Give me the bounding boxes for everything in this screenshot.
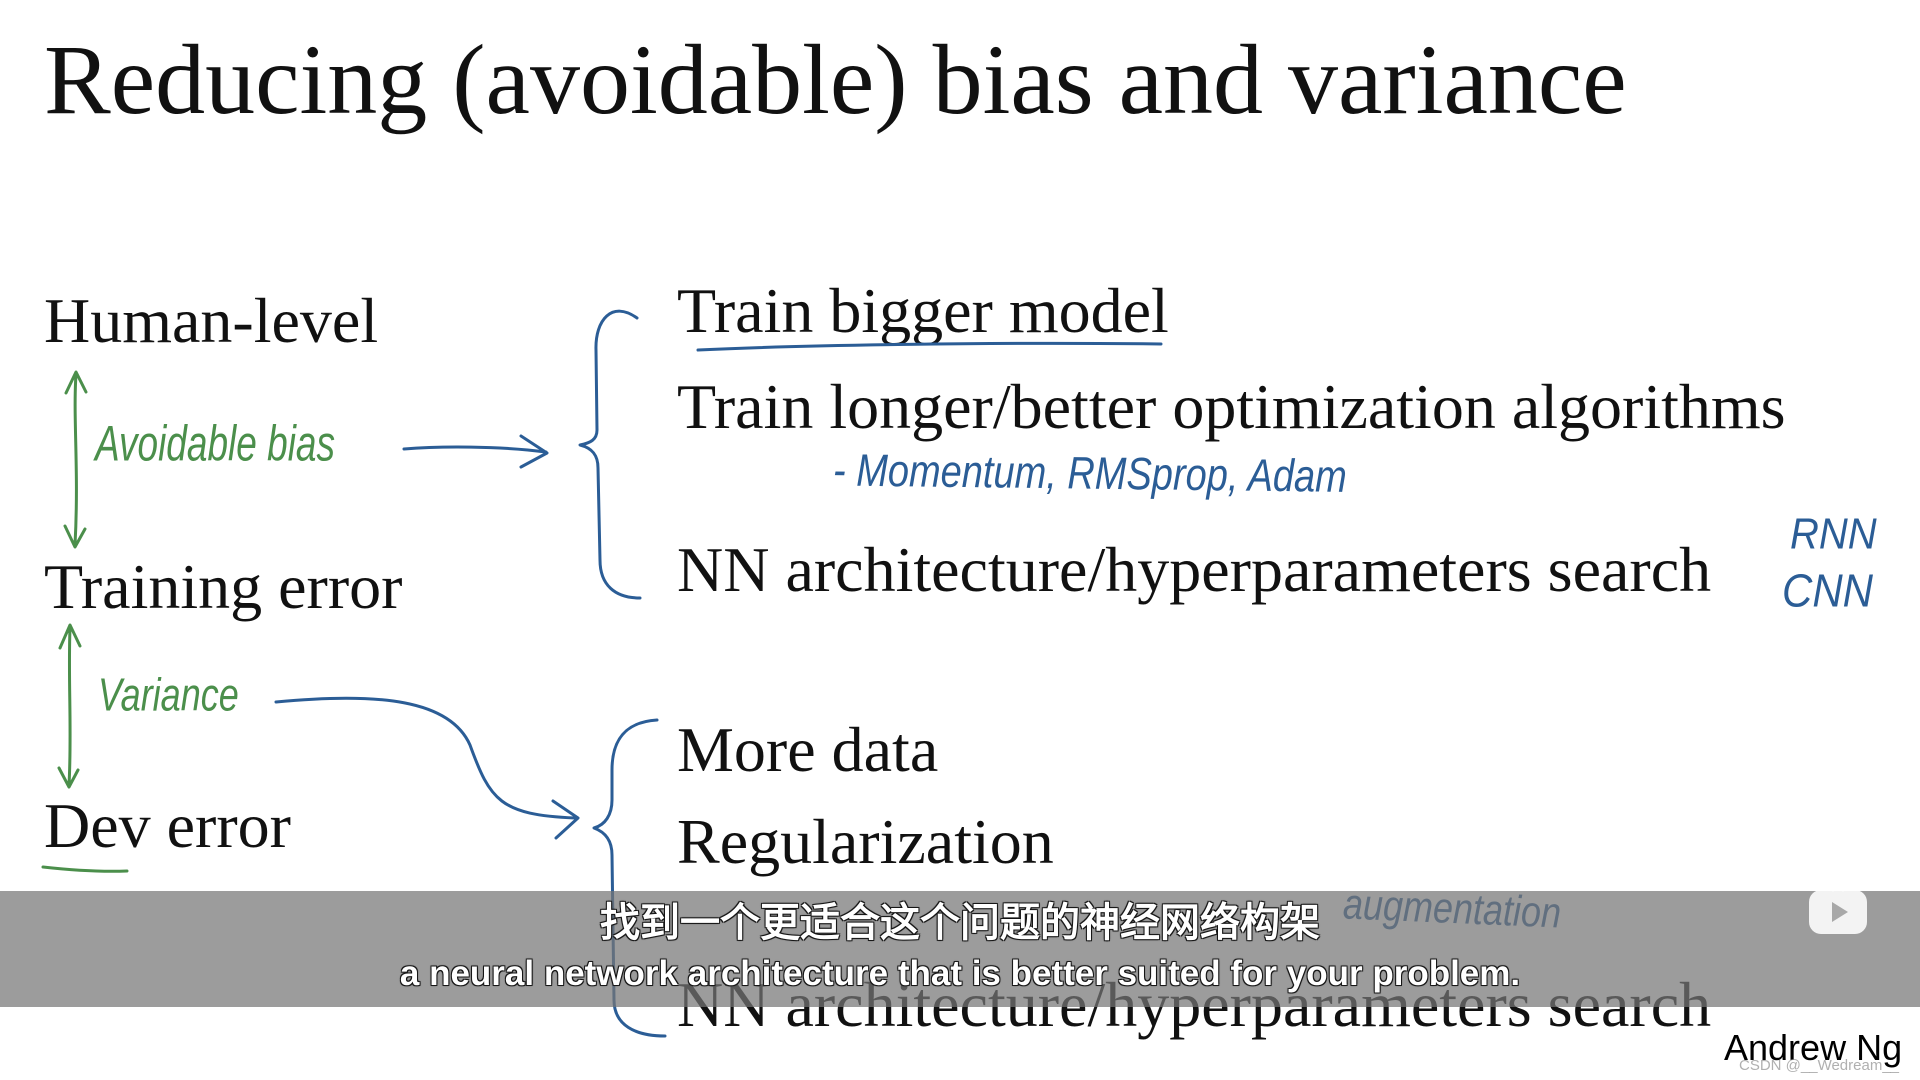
bias-remedy-item: Train longer/better optimization algorit… [677, 371, 1786, 442]
watermark: CSDN @__Wedream__ [1739, 1057, 1900, 1074]
bias-remedies-brace [578, 309, 642, 600]
variance-arrow [274, 696, 580, 840]
cnn-note: CNN [1782, 564, 1873, 617]
play-icon [1809, 881, 1867, 934]
author-name: Andrew Ng [1724, 1027, 1903, 1068]
slide-title: Reducing (avoidable) bias and variance [44, 24, 1627, 135]
subtitle-chinese: 找到一个更适合这个问题的神经网络构架 [600, 900, 1320, 946]
bias-remedy-item: NN architecture/hyperparameters search [677, 534, 1712, 605]
variance-note: Variance [98, 667, 239, 721]
dev-error-underline [41, 865, 129, 873]
bias-arrow [402, 434, 549, 469]
play-button[interactable] [1806, 879, 1870, 937]
variance-remedy-item: Regularization [677, 806, 1054, 877]
variance-remedy-item: More data [677, 714, 939, 785]
avoidable-bias-note: Avoidable bias [95, 415, 335, 472]
bias-remedy-item: Train bigger model [677, 275, 1169, 346]
subtitle-bar: 找到一个更适合这个问题的神经网络构架 a neural network arch… [0, 891, 1920, 1007]
variance-double-arrow [57, 623, 82, 789]
training-error-label: Training error [44, 551, 403, 622]
optimizers-note: - Momentum, RMSprop, Adam [832, 445, 1348, 503]
rnn-note: RNN [1790, 509, 1877, 559]
human-level-label: Human-level [44, 285, 379, 356]
avoidable-bias-double-arrow [63, 370, 88, 549]
dev-error-label: Dev error [44, 790, 291, 861]
subtitle-english: a neural network architecture that is be… [399, 954, 1521, 993]
